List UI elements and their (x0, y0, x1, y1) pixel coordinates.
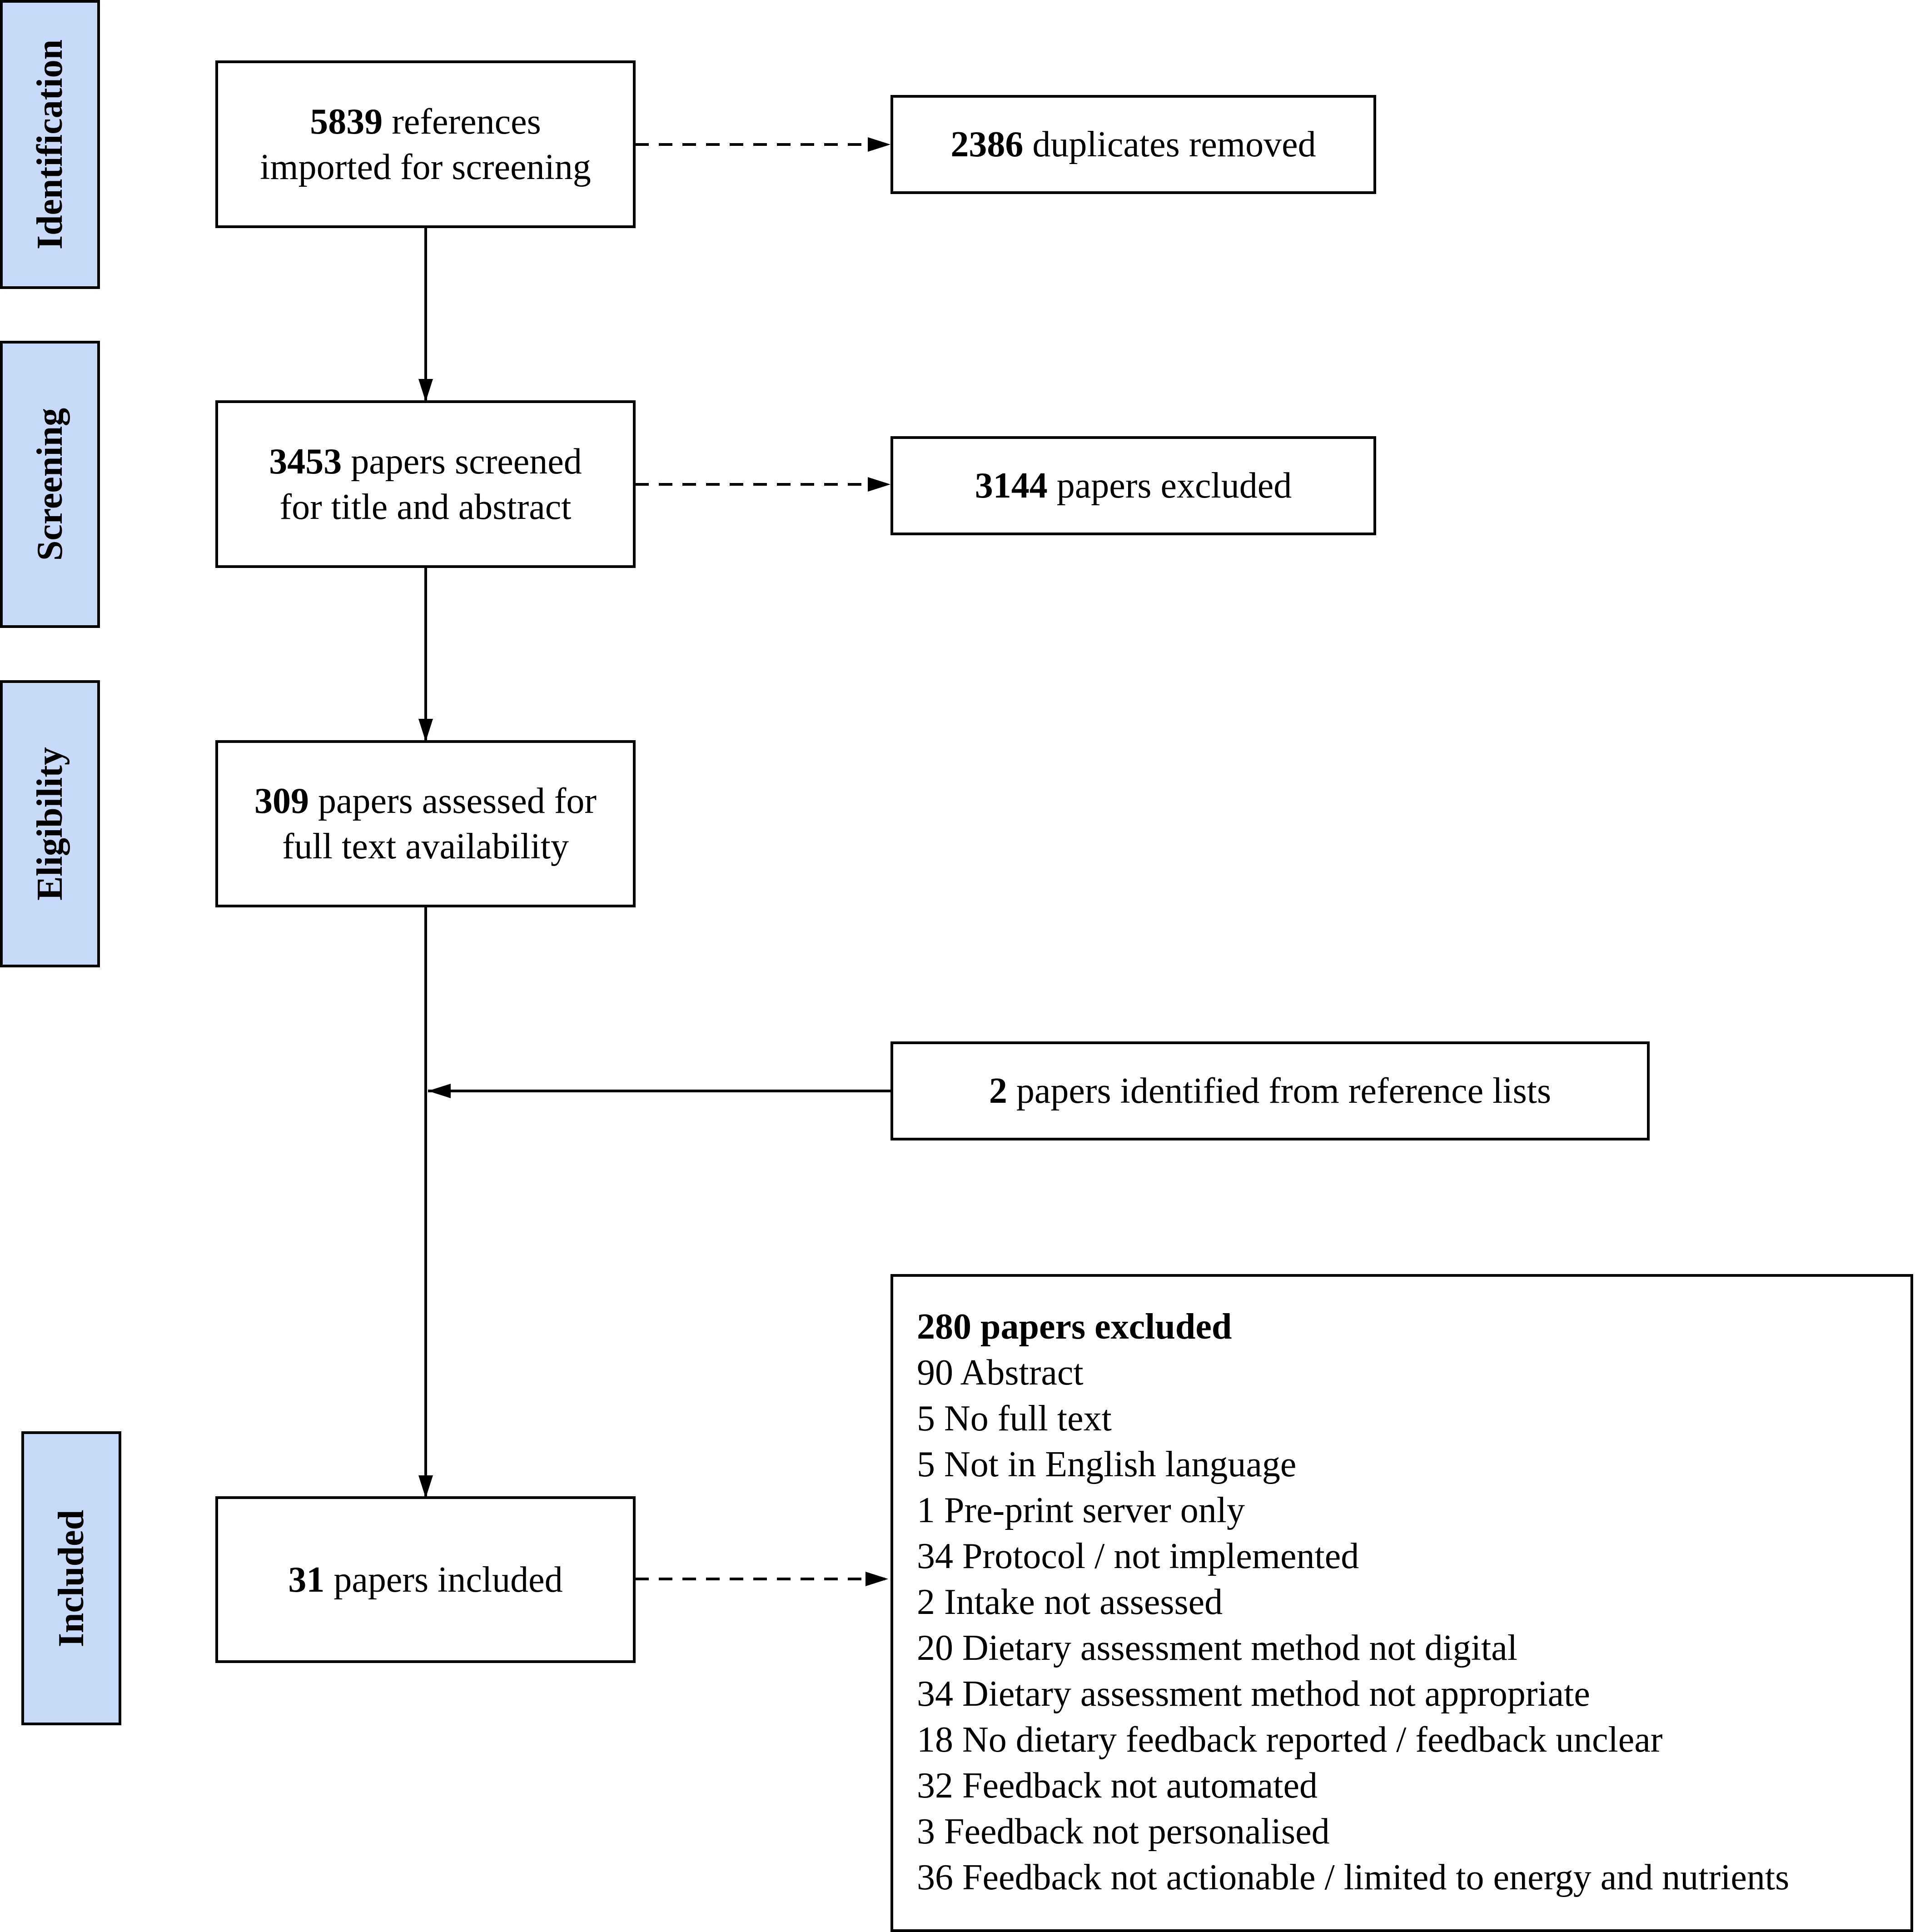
count-excluded-screening: 3144 (975, 466, 1048, 506)
exclusion-reason: 34 Protocol / not implemented (917, 1536, 1359, 1576)
stage-label-screening: Screening (0, 341, 100, 628)
text-reference-lists: papers identified from reference lists (1007, 1071, 1552, 1111)
text-assessed-line1: papers assessed for (308, 781, 597, 821)
exclusion-reason: 1 Pre-print server only (917, 1490, 1245, 1530)
stage-label-screening-text: Screening (30, 408, 70, 561)
box-papers-assessed: 309 papers assessed for full text availa… (215, 740, 636, 907)
stage-label-identification: Identification (0, 0, 100, 289)
text-screened-line2: for title and abstract (279, 487, 572, 527)
stage-label-included: Included (21, 1431, 121, 1725)
exclusion-reason: 5 No full text (917, 1399, 1112, 1439)
box-references-imported: 5839 references imported for screening (215, 60, 636, 228)
stage-label-eligibility-text: Eligibility (30, 747, 70, 901)
text-duplicates: duplicates removed (1023, 124, 1316, 164)
box-duplicates-removed: 2386 duplicates removed (890, 95, 1376, 194)
exclusions-title: 280 papers excluded (917, 1307, 1232, 1347)
box-papers-excluded-screening: 3144 papers excluded (890, 436, 1376, 535)
exclusion-reason: 5 Not in English language (917, 1444, 1297, 1484)
stage-label-identification-text: Identification (30, 39, 70, 250)
exclusion-reason: 20 Dietary assessment method not digital (917, 1628, 1517, 1668)
text-screened-line1: papers screened (342, 441, 582, 482)
exclusion-reason: 32 Feedback not automated (917, 1766, 1318, 1806)
count-imported: 5839 (310, 101, 383, 142)
text-imported-line1: references (383, 101, 541, 142)
stage-label-included-text: Included (51, 1509, 91, 1647)
count-assessed: 309 (254, 781, 309, 821)
count-duplicates: 2386 (950, 124, 1024, 164)
text-excluded-screening: papers excluded (1047, 466, 1292, 506)
count-screened: 3453 (269, 441, 342, 482)
count-included: 31 (288, 1559, 325, 1600)
exclusion-reason: 18 No dietary feedback reported / feedba… (917, 1720, 1663, 1760)
exclusion-reason: 2 Intake not assessed (917, 1582, 1223, 1622)
box-papers-included: 31 papers included (215, 1496, 636, 1663)
box-full-text-exclusions: 280 papers excluded 90 Abstract 5 No ful… (890, 1274, 1913, 1932)
text-included: papers included (324, 1559, 563, 1600)
text-imported-line2: imported for screening (260, 147, 591, 187)
text-assessed-line2: full text availability (282, 827, 569, 866)
count-reference-lists: 2 (989, 1071, 1007, 1111)
stage-label-eligibility: Eligibility (0, 680, 100, 967)
exclusion-reason: 3 Feedback not personalised (917, 1812, 1330, 1852)
exclusion-reason: 36 Feedback not actionable / limited to … (917, 1857, 1790, 1897)
box-papers-screened: 3453 papers screened for title and abstr… (215, 400, 636, 568)
box-reference-lists: 2 papers identified from reference lists (890, 1041, 1650, 1140)
exclusion-reason: 34 Dietary assessment method not appropr… (917, 1674, 1590, 1714)
exclusion-reason: 90 Abstract (917, 1353, 1084, 1393)
